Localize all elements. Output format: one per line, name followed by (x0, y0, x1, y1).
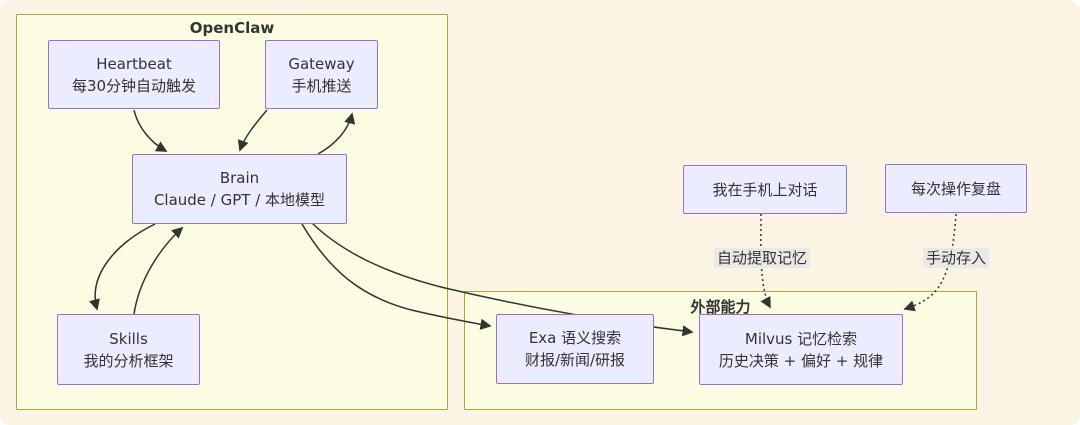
node-skills-title: Skills (109, 329, 148, 348)
node-milvus-memory-subtitle: 历史决策 + 偏好 + 规律 (718, 351, 884, 370)
node-heartbeat-title: Heartbeat (96, 54, 172, 73)
node-operation-review: 每次操作复盘 (885, 164, 1027, 213)
edge-brain-skills (89, 223, 156, 311)
subgraph-external-title: 外部能力 (690, 298, 751, 316)
node-exa-search: Exa 语义搜索 财报/新闻/研报 (496, 314, 654, 384)
subgraph-openclaw-title: OpenClaw (189, 19, 275, 37)
node-exa-search-title: Exa 语义搜索 (528, 329, 622, 347)
node-skills-subtitle: 我的分析框架 (83, 351, 174, 370)
edge-label-auto-extract: 自动提取记忆 (713, 248, 811, 268)
node-heartbeat-subtitle: 每30分钟自动触发 (71, 76, 197, 95)
node-gateway-title: Gateway (288, 54, 355, 73)
node-brain-title: Brain (219, 169, 260, 187)
edge-label-manual-save: 手动存入 (922, 248, 990, 268)
node-heartbeat: Heartbeat 每30分钟自动触发 (48, 40, 220, 109)
node-gateway: Gateway 手机推送 (265, 40, 378, 109)
edge-brain-gateway (317, 112, 356, 155)
node-brain: Brain Claude / GPT / 本地模型 (132, 154, 347, 224)
edge-review-milvus (903, 213, 957, 312)
edge-gateway-brain (237, 109, 268, 152)
node-operation-review-title: 每次操作复盘 (910, 179, 1001, 198)
node-skills: Skills 我的分析框架 (57, 314, 200, 385)
node-chat-on-phone-title: 我在手机上对话 (712, 180, 818, 199)
node-milvus-memory: Milvus 记忆检索 历史决策 + 偏好 + 规律 (699, 314, 903, 385)
node-exa-search-subtitle: 财报/新闻/研报 (524, 351, 626, 369)
edge-skills-brain (133, 226, 184, 315)
node-chat-on-phone: 我在手机上对话 (683, 165, 847, 214)
edge-brain-exa (301, 223, 492, 330)
edge-heartbeat-brain (133, 109, 168, 152)
node-brain-subtitle: Claude / GPT / 本地模型 (153, 191, 326, 209)
node-gateway-subtitle: 手机推送 (291, 76, 352, 95)
node-milvus-memory-title: Milvus 记忆检索 (744, 329, 858, 348)
